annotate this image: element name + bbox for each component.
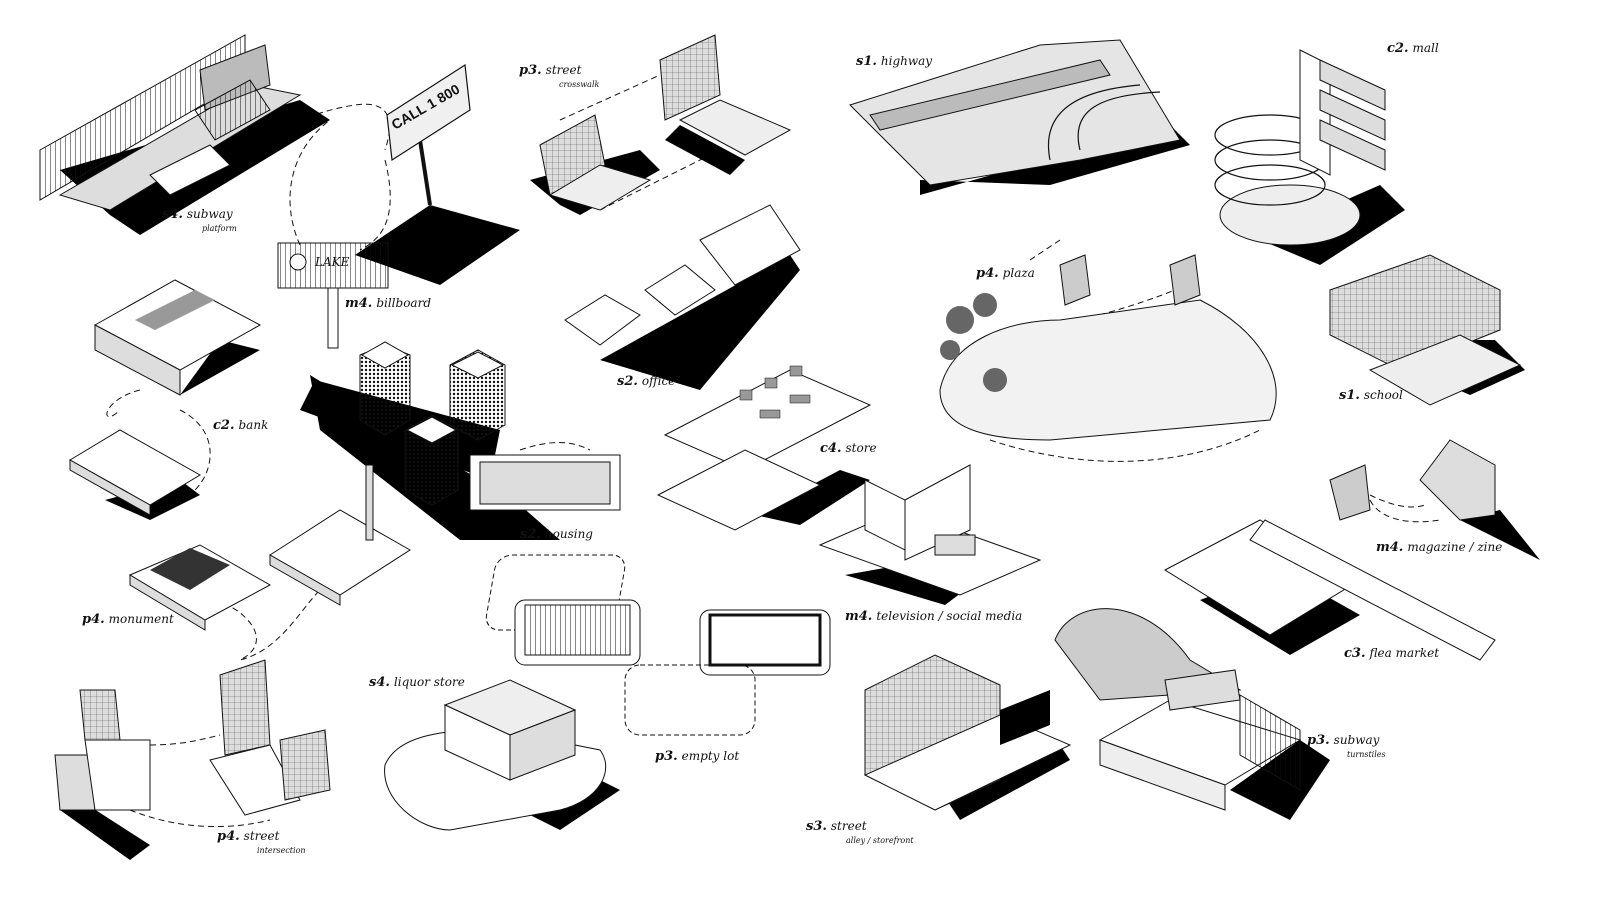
street-crosswalk-model [530,34,792,215]
magazine-model [1329,439,1540,560]
label-plaza: p4.plaza [976,266,1035,281]
label-housing: s2.housing [520,527,593,542]
housing-model [310,341,621,540]
label-street-intersection: p4.street intersection [217,829,306,855]
label-monument: p4.monument [82,612,174,627]
bank-model [69,279,262,520]
label-school: s1.school [1339,388,1403,403]
label-bank: c2.bank [213,418,269,433]
empty-lot-model [485,554,831,736]
subway-turnstiles-model [1054,608,1330,820]
label-store: c4.store [820,441,877,456]
liquor-store-model [384,679,620,831]
monument-model [128,464,411,631]
label-highway: s1.highway [856,54,933,69]
label-mall: c2.mall [1387,41,1439,56]
label-television: m4.television / social media [845,609,1023,624]
plaza-model [939,254,1277,441]
television-model [818,464,1042,605]
subway-platform-model [39,34,330,235]
mall-model [1214,49,1405,265]
label-billboard: m4.billboard [345,296,432,311]
office-model [564,204,801,390]
label-magazine: m4.magazine / zine [1376,540,1503,555]
label-liquor-store: s4.liquor store [369,675,465,690]
tv-screen-text: LAKE [314,255,350,269]
store-model [656,365,872,531]
label-subway-turnstiles: p3.subway turnstiles [1307,733,1386,759]
street-alley-model [863,654,1072,820]
label-street-alley: s3.street alley / storefront [806,819,914,845]
street-intersection-model [54,659,331,860]
connector-lines [106,74,1441,828]
label-subway-platform: s4.subway platform [162,207,237,233]
label-street-crosswalk: p3.street crosswalk [519,63,600,89]
label-flea-market: c3.flea market [1344,646,1440,661]
label-empty-lot: p3.empty lot [655,749,740,764]
school-model [1329,254,1525,406]
label-office: s2.office [617,374,676,389]
flea-market-model [1163,519,1496,661]
highway-model [849,39,1190,195]
